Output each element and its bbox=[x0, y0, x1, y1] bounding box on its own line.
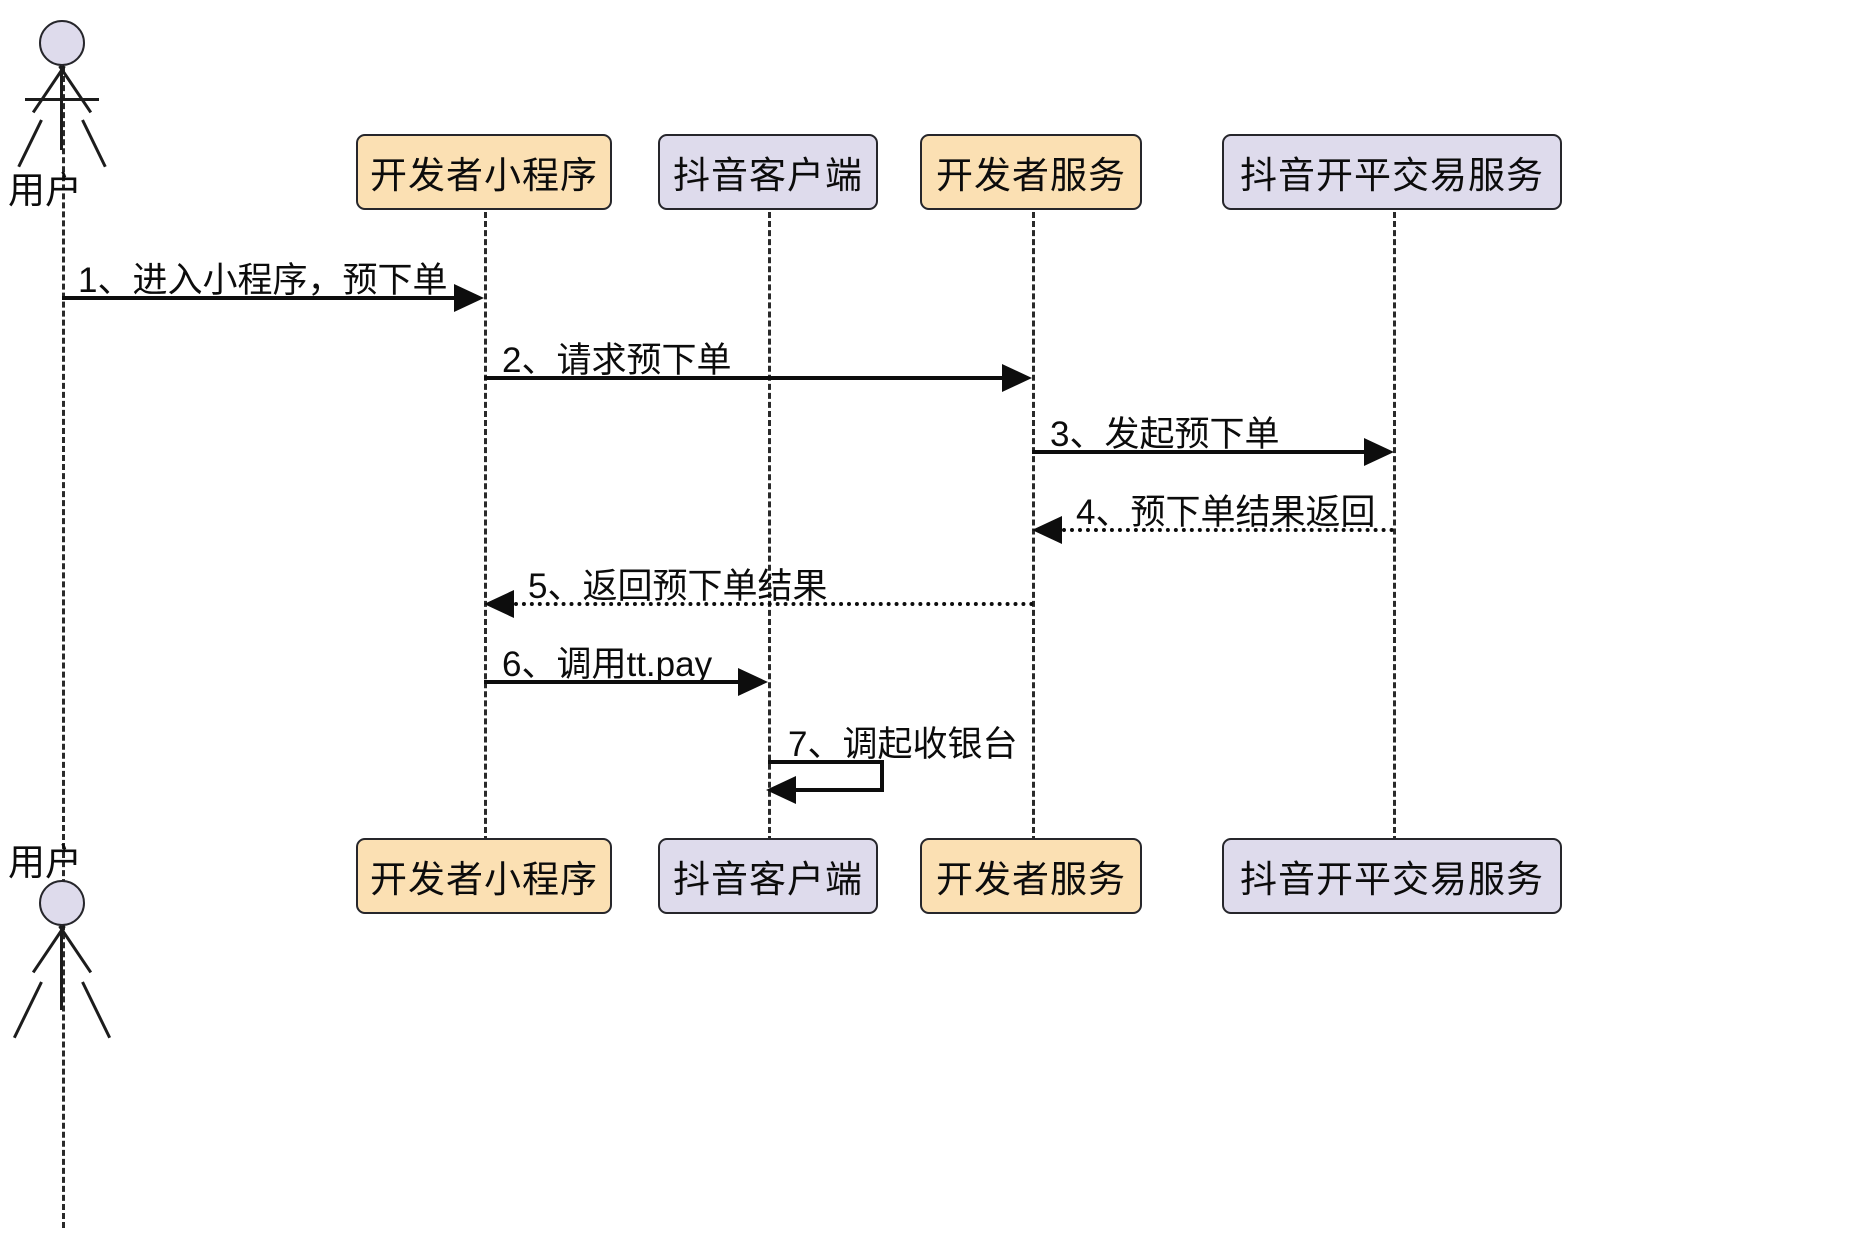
message-label-6: 6、调用tt.pay bbox=[502, 645, 713, 684]
participant-box-top-p2[interactable]: 抖音客户端 bbox=[658, 134, 878, 210]
lifeline-p2 bbox=[768, 212, 771, 842]
actor-head-icon-top bbox=[39, 20, 85, 66]
message-arrowhead-3 bbox=[1364, 438, 1394, 466]
participant-label: 开发者小程序 bbox=[370, 155, 598, 196]
actor-head-icon-bottom bbox=[39, 880, 85, 926]
actor-leg-right-top bbox=[81, 119, 107, 168]
participant-label: 抖音开平交易服务 bbox=[1240, 859, 1544, 900]
message-line-1 bbox=[62, 296, 454, 300]
participant-box-top-p1[interactable]: 开发者小程序 bbox=[356, 134, 612, 210]
participant-label: 抖音客户端 bbox=[673, 155, 863, 196]
message-arrowhead-1 bbox=[454, 284, 484, 312]
participant-box-bottom-p4[interactable]: 抖音开平交易服务 bbox=[1222, 838, 1562, 914]
message-label-4: 4、预下单结果返回 bbox=[1076, 493, 1376, 532]
actor-body-bottom bbox=[60, 926, 63, 1010]
message-arrowhead-5 bbox=[484, 590, 514, 618]
message-self-loop-top-7 bbox=[768, 760, 884, 764]
message-label-5: 5、返回预下单结果 bbox=[528, 567, 828, 606]
lifeline-p1 bbox=[484, 212, 487, 842]
participant-label: 抖音客户端 bbox=[673, 859, 863, 900]
message-arrowhead-4 bbox=[1032, 516, 1062, 544]
participant-box-top-p4[interactable]: 抖音开平交易服务 bbox=[1222, 134, 1562, 210]
participant-box-bottom-p1[interactable]: 开发者小程序 bbox=[356, 838, 612, 914]
actor-arms-top bbox=[25, 98, 99, 101]
participant-label: 开发者服务 bbox=[936, 155, 1126, 196]
message-label-3: 3、发起预下单 bbox=[1050, 415, 1280, 454]
participant-box-bottom-p2[interactable]: 抖音客户端 bbox=[658, 838, 878, 914]
message-label-7: 7、调起收银台 bbox=[788, 725, 1018, 764]
lifeline-p4 bbox=[1393, 212, 1396, 842]
message-label-1: 1、进入小程序，预下单 bbox=[78, 261, 448, 300]
message-line-2 bbox=[484, 376, 1002, 380]
actor-body-top bbox=[60, 66, 63, 150]
actor-leg-left-bottom bbox=[12, 981, 43, 1039]
message-line-5 bbox=[514, 602, 1034, 606]
lifeline-actor bbox=[62, 58, 65, 1228]
message-line-3 bbox=[1032, 450, 1364, 454]
participant-label: 开发者服务 bbox=[936, 859, 1126, 900]
message-arrowhead-2 bbox=[1002, 364, 1032, 392]
message-self-loop-right-7 bbox=[880, 760, 884, 792]
participant-box-top-p3[interactable]: 开发者服务 bbox=[920, 134, 1142, 210]
participant-label: 开发者小程序 bbox=[370, 859, 598, 900]
participant-box-bottom-p3[interactable]: 开发者服务 bbox=[920, 838, 1142, 914]
message-label-2: 2、请求预下单 bbox=[502, 341, 732, 380]
actor-label-bottom: 用户 bbox=[8, 842, 82, 883]
message-arrowhead-7 bbox=[766, 776, 796, 804]
message-line-4 bbox=[1062, 528, 1394, 532]
message-line-6 bbox=[484, 680, 738, 684]
actor-label-top: 用户 bbox=[8, 170, 82, 211]
participant-label: 抖音开平交易服务 bbox=[1240, 155, 1544, 196]
message-self-loop-bottom-7 bbox=[796, 788, 884, 792]
actor-leg-right-bottom bbox=[81, 981, 112, 1039]
message-arrowhead-6 bbox=[738, 668, 768, 696]
